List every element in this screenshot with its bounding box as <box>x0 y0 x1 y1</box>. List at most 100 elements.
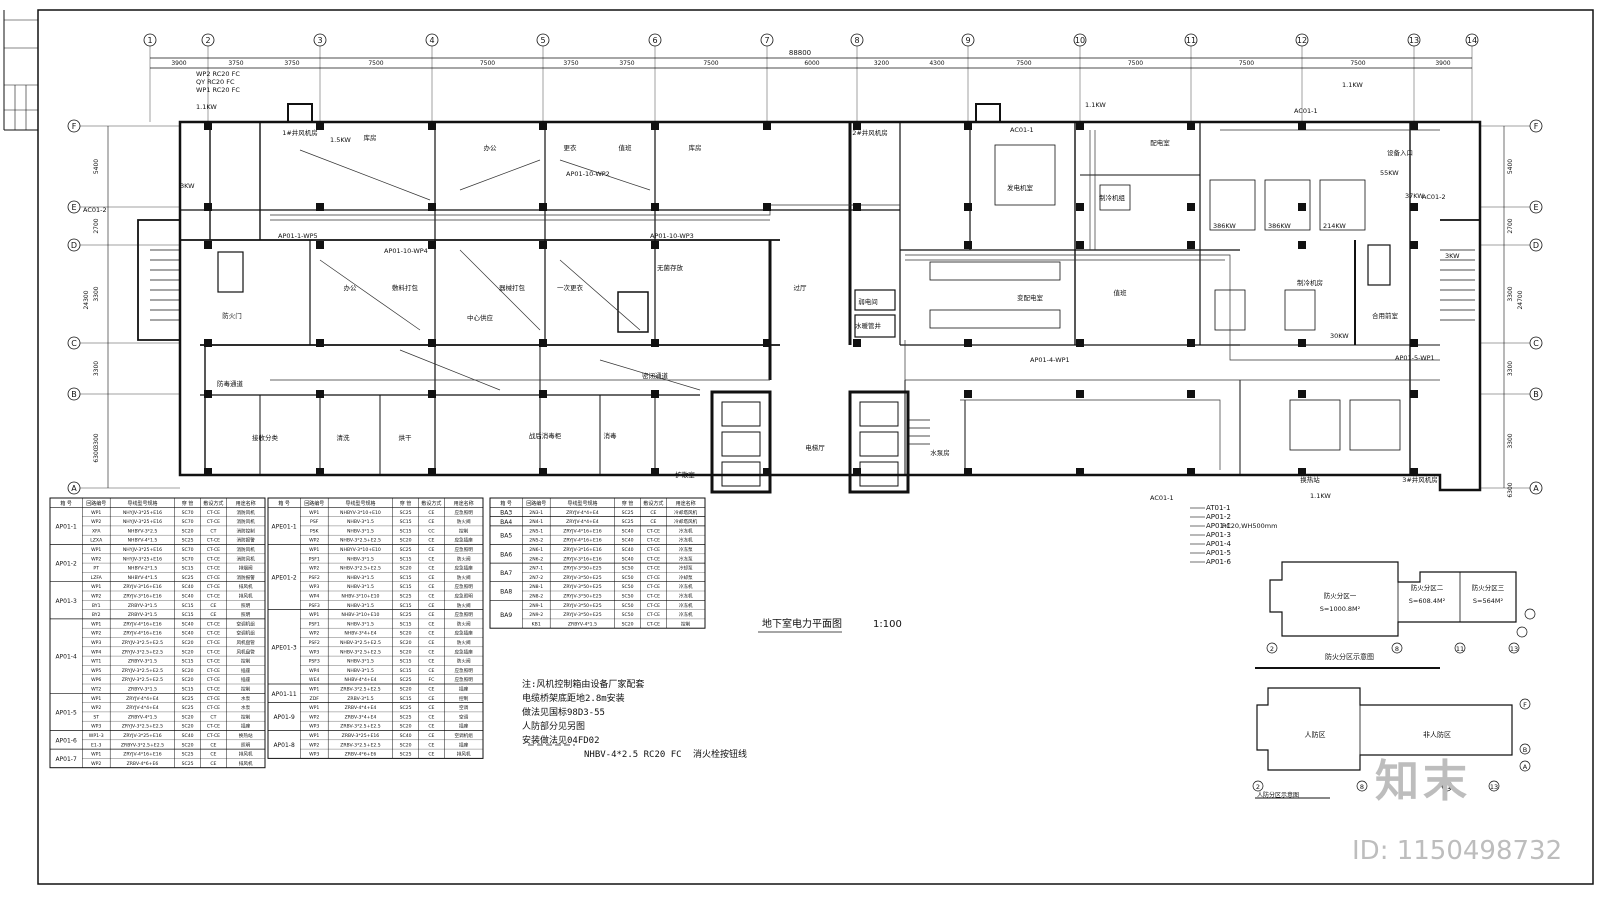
dim-side-span-right: 2700 <box>1507 218 1514 233</box>
room-label: 换热站 <box>1300 475 1320 484</box>
table-box-id: AP01-9 <box>273 714 295 721</box>
table-cell: NHBV-3*2.5+E2.5 <box>340 538 381 544</box>
table-cell: 消防风机 <box>236 555 255 562</box>
table-cell: 2N5-2 <box>529 538 543 544</box>
table-cell: SC50 <box>622 612 634 618</box>
dim-span: 3900 <box>171 60 186 67</box>
feeder-label: AT01-1 <box>1206 504 1230 512</box>
table-cell: CT-CE <box>207 640 220 646</box>
table-cell: WE4 <box>309 677 319 683</box>
table-cell: NHYJV-3*25+E16 <box>123 519 162 525</box>
room-label: 过厅 <box>794 283 808 292</box>
axis-label-F-left: F <box>72 122 77 131</box>
table-cell: 应急照明 <box>454 546 473 553</box>
table-cell: LZXA <box>90 538 103 544</box>
room-label: 防火门 <box>222 311 242 320</box>
table-cell: SC20 <box>182 649 194 655</box>
table-cell: SC40 <box>182 631 194 637</box>
table-cell: ZRBYV-3*2.5+E2.5 <box>121 742 164 748</box>
label-power-4: 55KW <box>1380 169 1399 177</box>
table-cell: 防火阀 <box>457 602 471 609</box>
table-cell: ZRYJV-3*16+E16 <box>563 547 601 553</box>
table-cell: WP3 <box>309 649 319 655</box>
feeder-label: AP01-5 <box>1206 549 1231 557</box>
civil-zone-side-axis: B <box>1523 746 1527 754</box>
table-box-id: APE01-3 <box>272 644 297 651</box>
table-cell: SC25 <box>400 547 412 553</box>
fire-zone-title: 防火分区示意图 <box>1325 652 1374 661</box>
table-cell: SC15 <box>400 556 412 562</box>
table-cell: SC25 <box>182 705 194 711</box>
table-cell: ST <box>93 714 99 720</box>
note-line: 安装做法见04FD02 <box>522 736 600 746</box>
table-cell: SC20 <box>622 621 634 627</box>
table-header: 用途名称 <box>236 500 256 507</box>
dim-span: 3200 <box>874 60 889 67</box>
sheet-frame <box>37 9 1594 885</box>
room-labels: 1#井风机房库房办公更衣值班库房2#井风机房发电机室配电室制冷机组设备入口防火门… <box>217 128 1438 484</box>
table-cell: FC <box>428 677 434 683</box>
table-cell: CE <box>428 594 434 600</box>
column <box>853 339 861 347</box>
room-label: 烘干 <box>399 433 413 442</box>
fire-zone-axis: 13 <box>1510 645 1518 653</box>
table-header: 用途名称 <box>676 500 696 507</box>
table-cell: SC20 <box>400 724 412 730</box>
table-cell: SC25 <box>182 761 194 767</box>
table-box-id: APE01-2 <box>272 575 297 582</box>
table-cell: 2N4-1 <box>529 519 543 525</box>
column <box>539 241 547 249</box>
table-cell: CE <box>428 640 434 646</box>
column <box>853 203 861 211</box>
table-cell: CE <box>428 556 434 562</box>
label-power-1b: 1.1KW <box>1085 101 1106 109</box>
table-cell: ZRYJV-4*16+E16 <box>123 621 161 627</box>
table-cell: SC20 <box>400 538 412 544</box>
column <box>204 390 212 398</box>
table-cell: NHBV-3*1.5 <box>347 575 374 581</box>
room-label: 办公 <box>484 143 498 152</box>
table-cell: CE <box>428 696 434 702</box>
table-cell: CE <box>428 575 434 581</box>
table-cell: SC15 <box>400 603 412 609</box>
table-cell: SC15 <box>400 621 412 627</box>
column <box>1076 468 1084 476</box>
axis-label-E-left: E <box>71 203 76 212</box>
label-conduit-3: WP1 RC20 FC <box>196 86 240 94</box>
room-label: 清洗 <box>337 433 351 442</box>
axis-label-12: 12 <box>1297 36 1307 45</box>
axis-label-C-left: C <box>71 339 77 348</box>
table-cell: NHBV-3*1.5 <box>347 519 374 525</box>
table-cell: WP1 <box>309 510 319 516</box>
table-cell: 照明 <box>241 603 251 609</box>
table-box-id: AP01-5 <box>55 709 77 716</box>
room-label: 办公 <box>344 283 358 292</box>
table-cell: SC40 <box>400 733 412 739</box>
column <box>316 390 324 398</box>
table-cell: 水泵 <box>241 695 251 702</box>
table-box-id: AP01-1 <box>55 523 77 530</box>
table-cell: ZRYJV-3*50+E25 <box>563 603 601 609</box>
civil-zone-axis: 11 <box>1443 783 1451 791</box>
table-cell: SC40 <box>182 584 194 590</box>
dim-side-span-right: 6300 <box>1507 482 1514 497</box>
civil-zone-side-axis: A <box>1523 763 1528 771</box>
drawing-scale: 1:100 <box>873 619 902 630</box>
civil-zone-axis: 2 <box>1256 783 1260 791</box>
table-cell: ZRYJV-4*16+E16 <box>563 538 601 544</box>
feeder-label: AP01-2 <box>1206 513 1231 521</box>
table-cell: 控制 <box>459 695 469 702</box>
left-title-strip <box>3 10 39 131</box>
table-cell: ZRBYV-4*1.5 <box>568 621 597 627</box>
table-cell: CT-CE <box>207 575 220 581</box>
room-label: 更衣 <box>564 143 578 152</box>
table-cell: NHBYV-3*10+E10 <box>340 547 381 553</box>
table-cell: 冷冻泵 <box>679 546 693 553</box>
fire-zone-axis: 11 <box>1456 645 1464 653</box>
table-header: 导线型号规格 <box>127 500 157 507</box>
table-cell: ZRYJV-4*4+E4 <box>126 705 159 711</box>
table-cell: SC20 <box>400 742 412 748</box>
table-cell: 消防控制 <box>236 527 255 534</box>
